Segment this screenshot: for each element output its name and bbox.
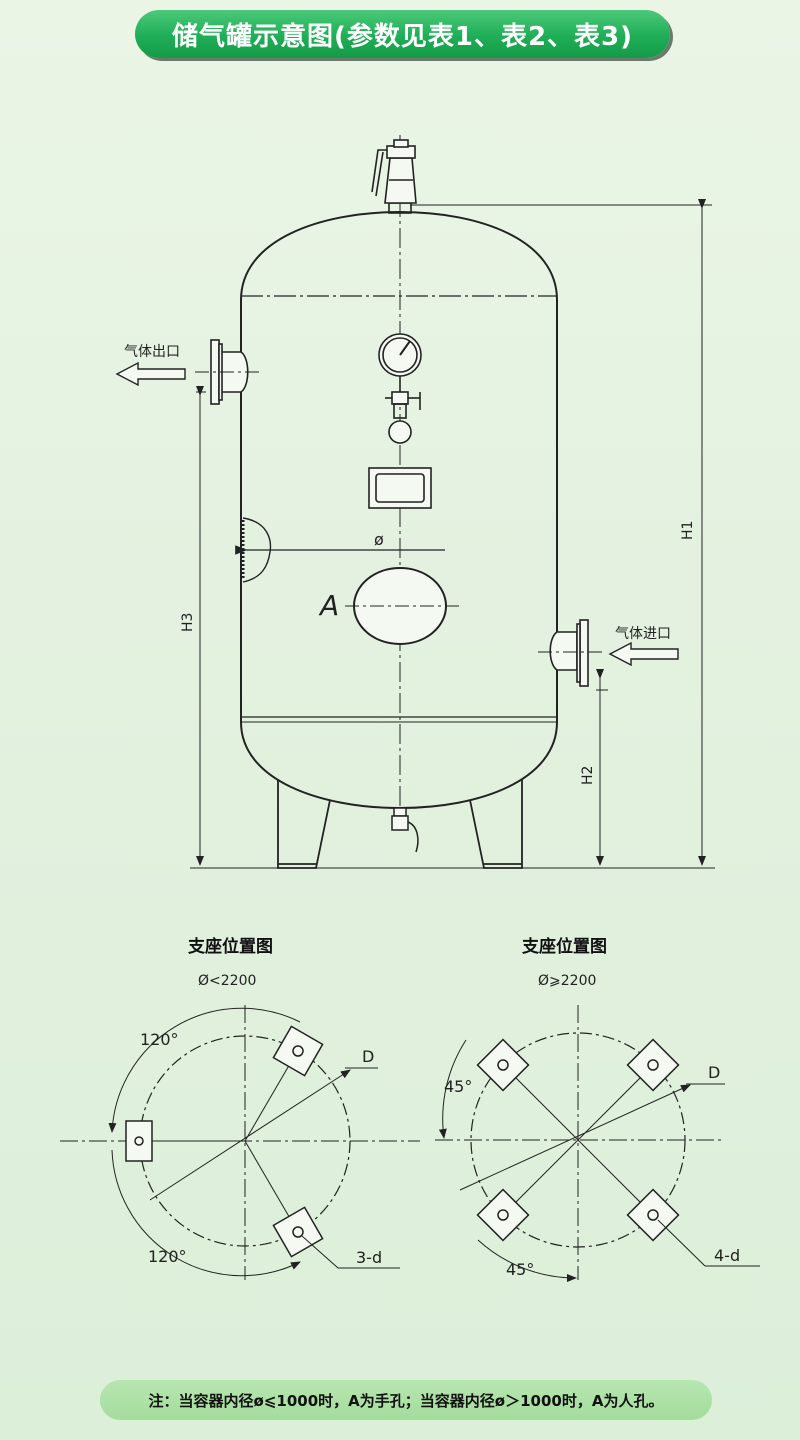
tank-vessel bbox=[240, 210, 558, 810]
support-left-d-label: D bbox=[362, 1047, 374, 1066]
drain-valve-icon bbox=[391, 807, 419, 853]
support-right-title: 支座位置图 bbox=[522, 936, 607, 957]
support-diagram-right: 支座位置图 Ø⩾2200 D 45° 45° 4-d bbox=[435, 936, 760, 1283]
inlet-arrow-icon bbox=[608, 641, 679, 667]
support-diagram-left: 支座位置图 Ø<2200 D 120° 120° 3-d bbox=[60, 936, 420, 1280]
support-left-title: 支座位置图 bbox=[188, 936, 273, 957]
support-right-angle-top: 45° bbox=[444, 1077, 472, 1096]
support-right-condition: Ø⩾2200 bbox=[538, 973, 596, 989]
outlet-label: 气体出口 bbox=[124, 344, 180, 360]
h2-label: H2 bbox=[580, 766, 596, 785]
safety-valve-icon bbox=[371, 139, 417, 214]
support-right-angle-bottom: 45° bbox=[506, 1260, 534, 1279]
page-title: 储气罐示意图(参数见表1、表2、表3) bbox=[171, 21, 634, 52]
manhole-icon bbox=[345, 567, 460, 645]
diameter-label: ø bbox=[374, 530, 384, 549]
support-left-angle-bottom: 120° bbox=[148, 1247, 187, 1266]
support-right-holes-label: 4-d bbox=[714, 1246, 740, 1265]
nameplate-icon bbox=[368, 467, 432, 509]
support-left-condition: Ø<2200 bbox=[198, 973, 256, 989]
support-left-holes-label: 3-d bbox=[356, 1248, 382, 1267]
inlet-nozzle-icon bbox=[549, 619, 589, 687]
support-right-d-label: D bbox=[708, 1063, 720, 1082]
note-text: 注：当容器内径ø⩽1000时，A为手孔；当容器内径ø＞1000时，A为人孔。 bbox=[148, 1391, 664, 1410]
pressure-gauge-icon bbox=[378, 333, 422, 444]
inlet-label: 气体进口 bbox=[615, 626, 671, 642]
note-banner: 注：当容器内径ø⩽1000时，A为手孔；当容器内径ø＞1000时，A为人孔。 bbox=[100, 1380, 712, 1420]
outlet-arrow-icon bbox=[115, 361, 186, 387]
h1-label: H1 bbox=[680, 521, 696, 540]
h3-label: H3 bbox=[180, 613, 196, 632]
support-left-angle-top: 120° bbox=[140, 1030, 179, 1049]
title-banner: 储气罐示意图(参数见表1、表2、表3) bbox=[135, 10, 670, 58]
manhole-label: A bbox=[318, 589, 339, 622]
